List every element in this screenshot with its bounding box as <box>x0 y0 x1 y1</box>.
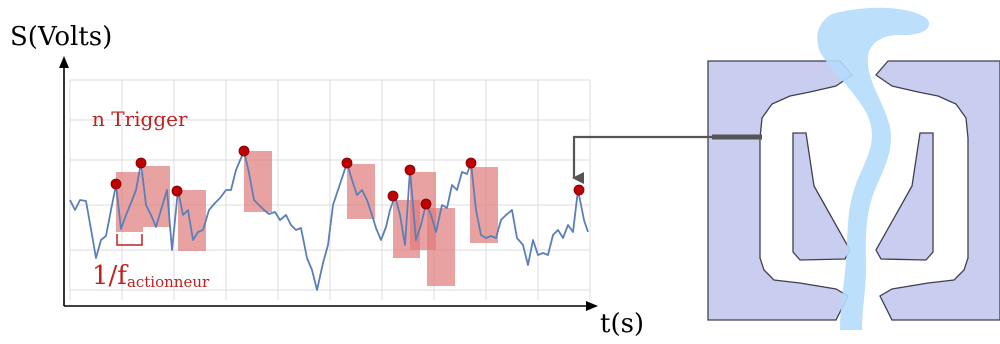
trigger-markers <box>110 145 585 210</box>
y-axis-label: S(Volts) <box>10 22 112 52</box>
trigger-point <box>573 184 585 196</box>
trigger-point <box>465 157 477 169</box>
inner-island-right <box>875 132 934 261</box>
trigger-point <box>135 157 147 169</box>
trigger-point <box>387 190 399 202</box>
trigger-window <box>470 167 498 243</box>
probe-link-arrow <box>572 135 724 184</box>
device-body <box>875 60 1000 321</box>
period-label-main: 1/f <box>92 261 129 291</box>
trigger-window <box>178 190 206 251</box>
flow-stream <box>817 7 930 330</box>
trigger-point <box>420 198 432 210</box>
device-body <box>707 60 853 321</box>
trigger-label: n Trigger <box>92 107 188 131</box>
trigger-point <box>238 145 250 157</box>
period-label-sub: actionneur <box>127 273 210 291</box>
trigger-window <box>244 151 272 212</box>
inner-island-left <box>792 132 851 261</box>
trigger-windows <box>116 151 498 286</box>
period-label: 1/factionneur <box>92 261 210 291</box>
device <box>572 7 1000 330</box>
trigger-window <box>427 208 455 286</box>
x-axis-label: t(s) <box>600 309 644 339</box>
period-bracket <box>116 234 143 246</box>
trigger-point <box>171 185 183 197</box>
signal-line <box>69 150 589 291</box>
signal-plot: S(Volts) t(s) n Trigger 1/factionneur <box>10 22 644 339</box>
trigger-point <box>110 178 122 190</box>
trigger-point <box>404 164 416 176</box>
trigger-point <box>341 157 353 169</box>
